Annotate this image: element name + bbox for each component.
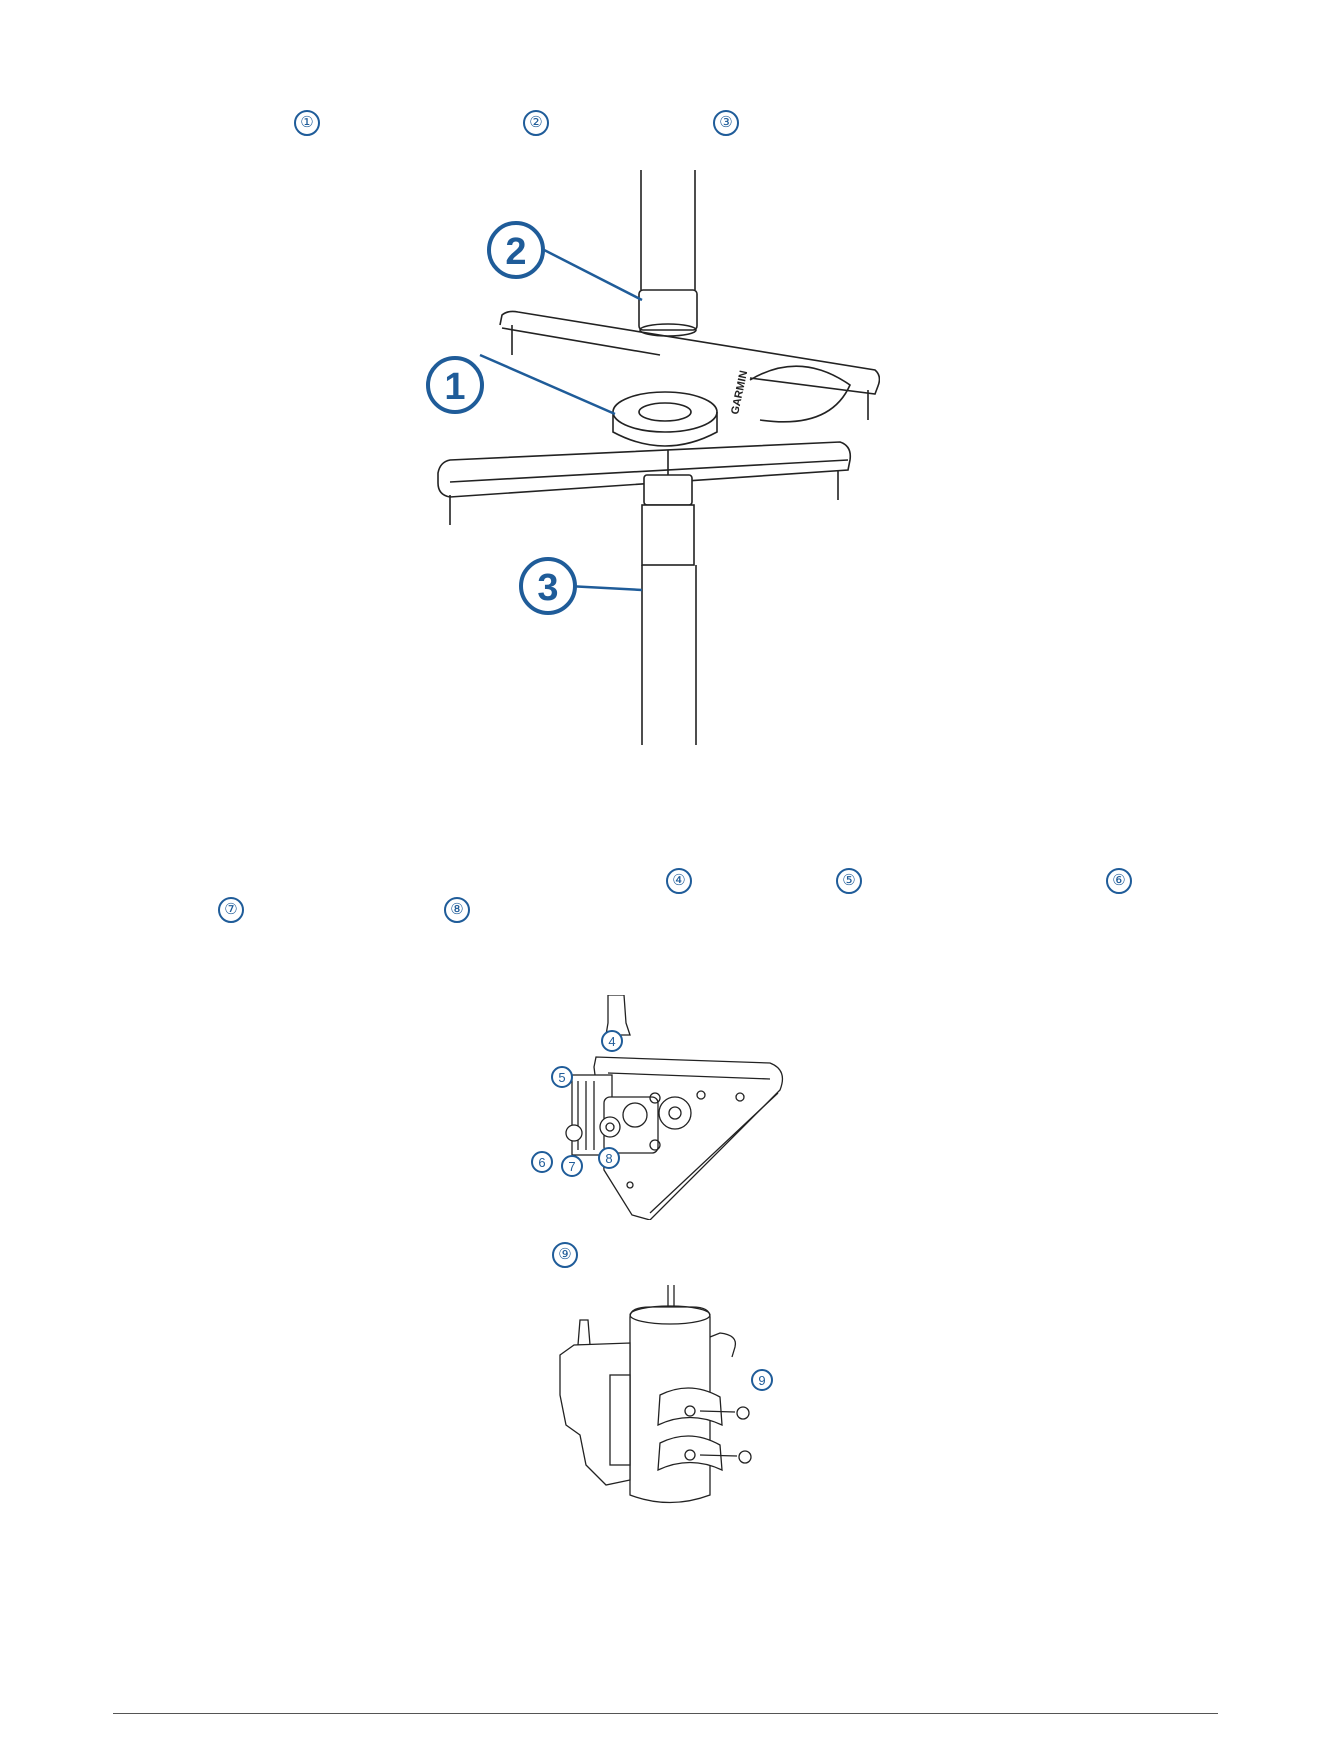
svg-text:8: 8 bbox=[605, 1151, 612, 1166]
figure-base-assembly: GARMIN 1 2 3 bbox=[420, 170, 880, 745]
figure-callout-6: 6 bbox=[532, 1152, 552, 1172]
svg-text:9: 9 bbox=[758, 1373, 765, 1388]
inline-callout-6: ⑥ bbox=[1106, 868, 1132, 894]
figure-callout-5: 5 bbox=[552, 1067, 572, 1087]
figure-callout-4: 4 bbox=[602, 1031, 622, 1051]
svg-text:7: 7 bbox=[568, 1159, 575, 1174]
figure-callout-7: 7 bbox=[562, 1156, 582, 1176]
figure-callout-8: 8 bbox=[599, 1148, 619, 1168]
footer-rule bbox=[113, 1713, 1218, 1714]
figure-callout-1: 1 bbox=[428, 358, 482, 412]
figure-pole-clamp: 9 bbox=[550, 1285, 790, 1510]
svg-text:6: 6 bbox=[538, 1155, 545, 1170]
figure-callout-2: 2 bbox=[489, 223, 543, 277]
figure-callout-3: 3 bbox=[521, 559, 575, 613]
figure-bracket-assembly: 4 5 6 7 8 bbox=[530, 995, 800, 1220]
inline-callout-2: ② bbox=[523, 110, 549, 136]
figure-callout-9: 9 bbox=[752, 1370, 772, 1390]
inline-callout-8: ⑧ bbox=[444, 897, 470, 923]
inline-callout-9: ⑨ bbox=[552, 1242, 578, 1268]
svg-text:4: 4 bbox=[608, 1034, 615, 1049]
svg-text:3: 3 bbox=[537, 567, 558, 609]
inline-callout-3: ③ bbox=[713, 110, 739, 136]
inline-callout-1: ① bbox=[294, 110, 320, 136]
svg-text:5: 5 bbox=[558, 1070, 565, 1085]
inline-callout-4: ④ bbox=[666, 868, 692, 894]
svg-text:2: 2 bbox=[505, 231, 526, 273]
brand-mark: GARMIN bbox=[729, 369, 750, 415]
inline-callout-5: ⑤ bbox=[836, 868, 862, 894]
svg-text:1: 1 bbox=[444, 366, 465, 408]
inline-callout-7: ⑦ bbox=[218, 897, 244, 923]
